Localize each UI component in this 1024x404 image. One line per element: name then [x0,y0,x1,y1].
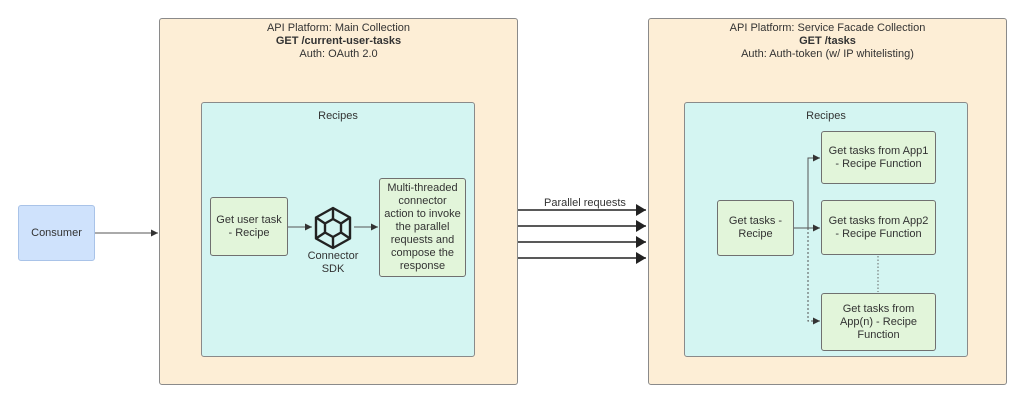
get-tasks-to-app1-arrow [794,154,820,229]
consumer-label: Consumer [31,227,82,239]
consumer-node[interactable]: Consumer [18,205,95,261]
multithreaded-action-label: Multi-threaded connector action to invok… [384,182,461,272]
app2-recipe-function-label: Get tasks from App2 - Recipe Function [828,214,929,240]
main-collection-title: API Platform: Main Collection [266,22,411,34]
facade-collection-header: API Platform: Service Facade Collection … [649,22,1006,61]
main-recipes-title: Recipes [318,110,358,122]
appn-recipe-function-label: Get tasks from App(n) - Recipe Function [839,302,918,341]
facade-collection-auth: Auth: Auth-token (w/ IP whitelisting) [741,48,914,60]
app1-recipe-function-node[interactable]: Get tasks from App1 - Recipe Function [821,131,936,184]
get-tasks-recipe-label: Get tasks - Recipe [728,215,783,240]
appn-recipe-function-node[interactable]: Get tasks from App(n) - Recipe Function [821,293,936,351]
parallel-requests-label: Parallel requests [544,197,626,209]
facade-collection-endpoint: GET /tasks [799,35,856,47]
facade-collection-title: API Platform: Service Facade Collection [729,22,926,34]
main-collection-endpoint: GET /current-user-tasks [275,35,402,47]
facade-recipes-title: Recipes [806,110,846,122]
multithreaded-action-node[interactable]: Multi-threaded connector action to invok… [379,178,466,277]
get-tasks-recipe-node[interactable]: Get tasks - Recipe [717,200,794,256]
connector-sdk-icon [313,206,353,250]
app2-recipe-function-node[interactable]: Get tasks from App2 - Recipe Function [821,200,936,255]
get-user-task-recipe-node[interactable]: Get user task - Recipe [210,197,288,256]
app1-recipe-function-label: Get tasks from App1 - Recipe Function [828,144,929,170]
get-tasks-to-appn-arrow [807,228,820,325]
main-collection-auth: Auth: OAuth 2.0 [299,48,378,60]
connector-sdk-label: Connector SDK [307,250,359,275]
main-collection-header: API Platform: Main Collection GET /curre… [160,22,517,61]
get-user-task-recipe-label: Get user task - Recipe [216,213,282,239]
